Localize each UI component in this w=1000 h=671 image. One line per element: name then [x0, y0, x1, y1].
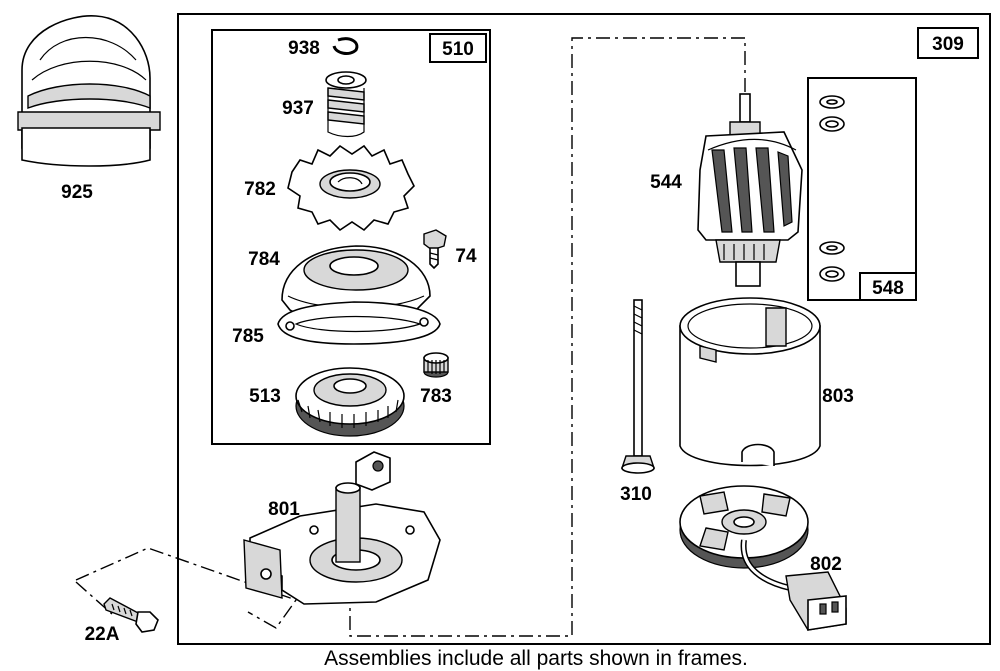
label-22a: 22A: [85, 624, 120, 645]
label-784: 784: [248, 249, 280, 270]
motor-housing-part: [679, 297, 821, 467]
brush-kit-washers: [819, 95, 845, 282]
drive-housing-part: [281, 245, 431, 317]
brush-kit-frame-548: 548: [807, 77, 917, 301]
starter-cover-part: [17, 15, 161, 167]
pinion-gear-part: [423, 352, 449, 378]
label-544: 544: [650, 172, 682, 193]
drive-end-cap-part: [243, 451, 441, 605]
label-937: 937: [282, 98, 314, 119]
frame-label-548: 548: [872, 278, 904, 299]
label-801: 801: [268, 499, 300, 520]
ring-gear-part: [295, 367, 405, 437]
drive-gear-part: [287, 144, 415, 232]
spring-part: [325, 71, 367, 138]
brush-plate-part: [679, 485, 847, 631]
through-bolt-part: [621, 299, 655, 474]
label-310: 310: [620, 484, 652, 505]
frame-label-510: 510: [442, 39, 474, 60]
frames-caption: Assemblies include all parts shown in fr…: [324, 647, 748, 670]
label-74: 74: [455, 246, 477, 267]
outer-frame-309: 309: [177, 13, 991, 645]
drive-assembly-frame-510: 510: [211, 29, 491, 445]
cap-screw-part: [423, 229, 447, 270]
label-938: 938: [288, 38, 320, 59]
label-925: 925: [61, 182, 93, 203]
label-513: 513: [249, 386, 281, 407]
mounting-bolt-part: [103, 597, 159, 633]
retaining-ring-part: [332, 37, 359, 55]
label-783: 783: [420, 386, 452, 407]
label-782: 782: [244, 179, 276, 200]
gasket-part: [277, 301, 441, 345]
label-803: 803: [822, 386, 854, 407]
armature-part: [697, 93, 803, 287]
frame-label-309: 309: [932, 34, 964, 55]
label-802: 802: [810, 554, 842, 575]
label-785: 785: [232, 326, 264, 347]
